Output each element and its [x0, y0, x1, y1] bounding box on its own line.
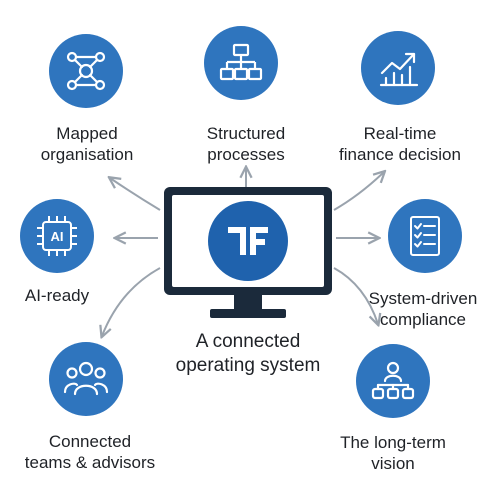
arrow-to-realtime [333, 172, 384, 211]
label-realtime: Real-time finance decision [339, 124, 461, 164]
label-teams: Connected teams & advisors [24, 432, 156, 472]
monitor [164, 187, 332, 324]
svg-text:AI: AI [51, 229, 64, 244]
node-structured [204, 26, 278, 100]
rf-logo-mark [228, 227, 268, 255]
node-teams [49, 342, 123, 416]
label-ai: AI-ready [24, 286, 90, 305]
node-ai: AI [20, 199, 94, 273]
label-mapped: Mapped organisation [40, 124, 134, 164]
hierarchy-icon [371, 361, 415, 400]
node-compliance [388, 199, 462, 273]
label-structured: Structured processes [206, 124, 286, 164]
trend-chart-icon [379, 52, 419, 87]
people-icon [63, 361, 109, 396]
label-compliance: System-driven compliance [368, 289, 478, 329]
center-caption: A connected operating system [175, 331, 321, 376]
monitor-neck [234, 295, 262, 311]
node-vision [356, 344, 430, 418]
org-chart-icon [219, 43, 263, 81]
monitor-display [172, 195, 324, 287]
ai-chip-icon: AI [37, 216, 77, 256]
monitor-screen [164, 187, 332, 295]
node-mapped [49, 34, 123, 108]
checklist-icon [410, 216, 440, 256]
arrow-to-mapped [110, 178, 161, 211]
arrow-to-vision [333, 267, 378, 324]
arrow-to-teams [102, 267, 161, 336]
monitor-base [210, 309, 286, 318]
node-realtime [361, 31, 435, 105]
network-icon [66, 51, 106, 91]
rf-logo-icon [208, 201, 288, 281]
label-vision: The long-term vision [340, 433, 446, 473]
